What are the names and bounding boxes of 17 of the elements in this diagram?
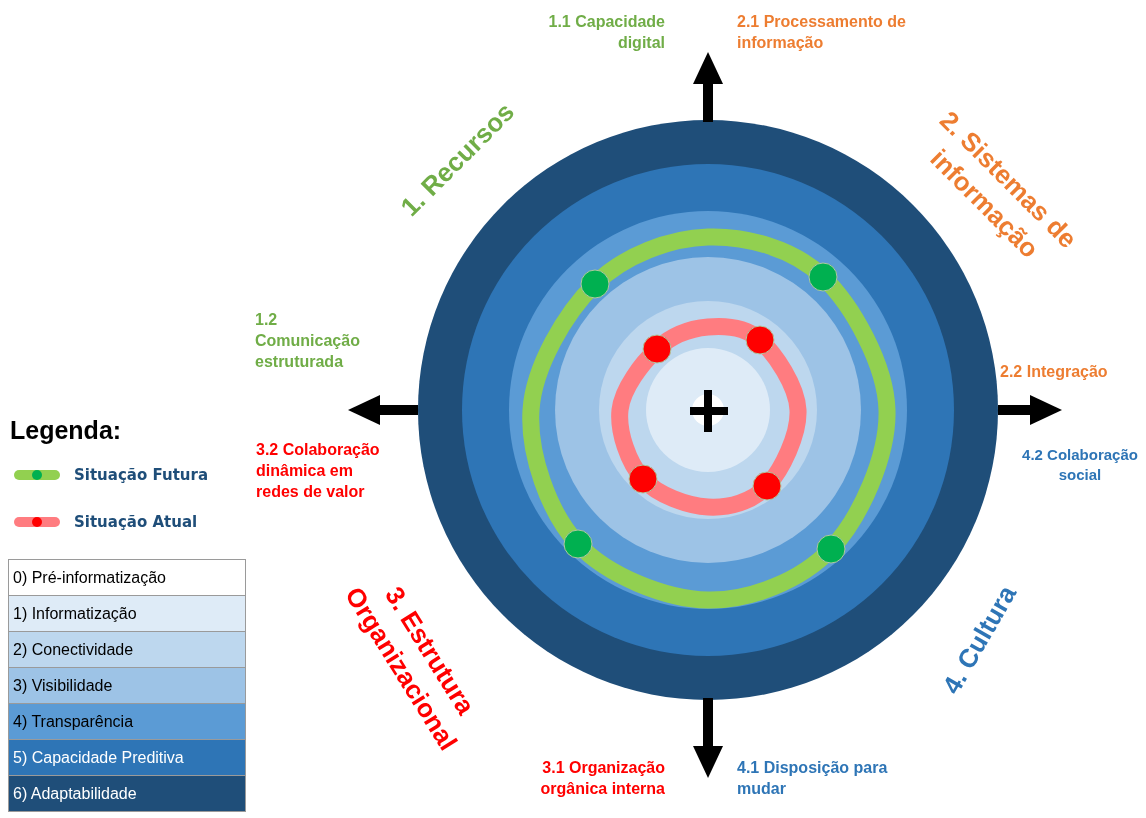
legend-heading: Legenda: bbox=[10, 415, 123, 446]
legend-row: 1) Informatização bbox=[9, 596, 245, 632]
axis-label: 2.2 Integração bbox=[1000, 362, 1109, 382]
legend-row: 2) Conectividade bbox=[9, 632, 245, 668]
axis-label: 3.2 Colaboração dinâmica em redes de valor bbox=[256, 440, 381, 502]
legend-label: Situação Futura bbox=[74, 466, 208, 484]
axis-label: 1.2 Comunicação estruturada bbox=[255, 310, 361, 372]
axis-label: 4.1 Disposição para mudar bbox=[737, 758, 889, 799]
axis-label: 4.2 Colaboração social bbox=[1021, 445, 1139, 484]
legend-row: 3) Visibilidade bbox=[9, 668, 245, 704]
legend-label: Situação Atual bbox=[74, 513, 198, 531]
axis-label: 2.1 Processamento de informação bbox=[737, 12, 907, 53]
axis-label: 1.1 Capacidade digital bbox=[547, 12, 665, 53]
legend-row: 6) Adaptabilidade bbox=[9, 776, 245, 812]
legend-row: 5) Capacidade Preditiva bbox=[9, 740, 245, 776]
legend-row: 4) Transparência bbox=[9, 704, 245, 740]
axis-label: 3.1 Organização orgânica interna bbox=[539, 758, 665, 799]
